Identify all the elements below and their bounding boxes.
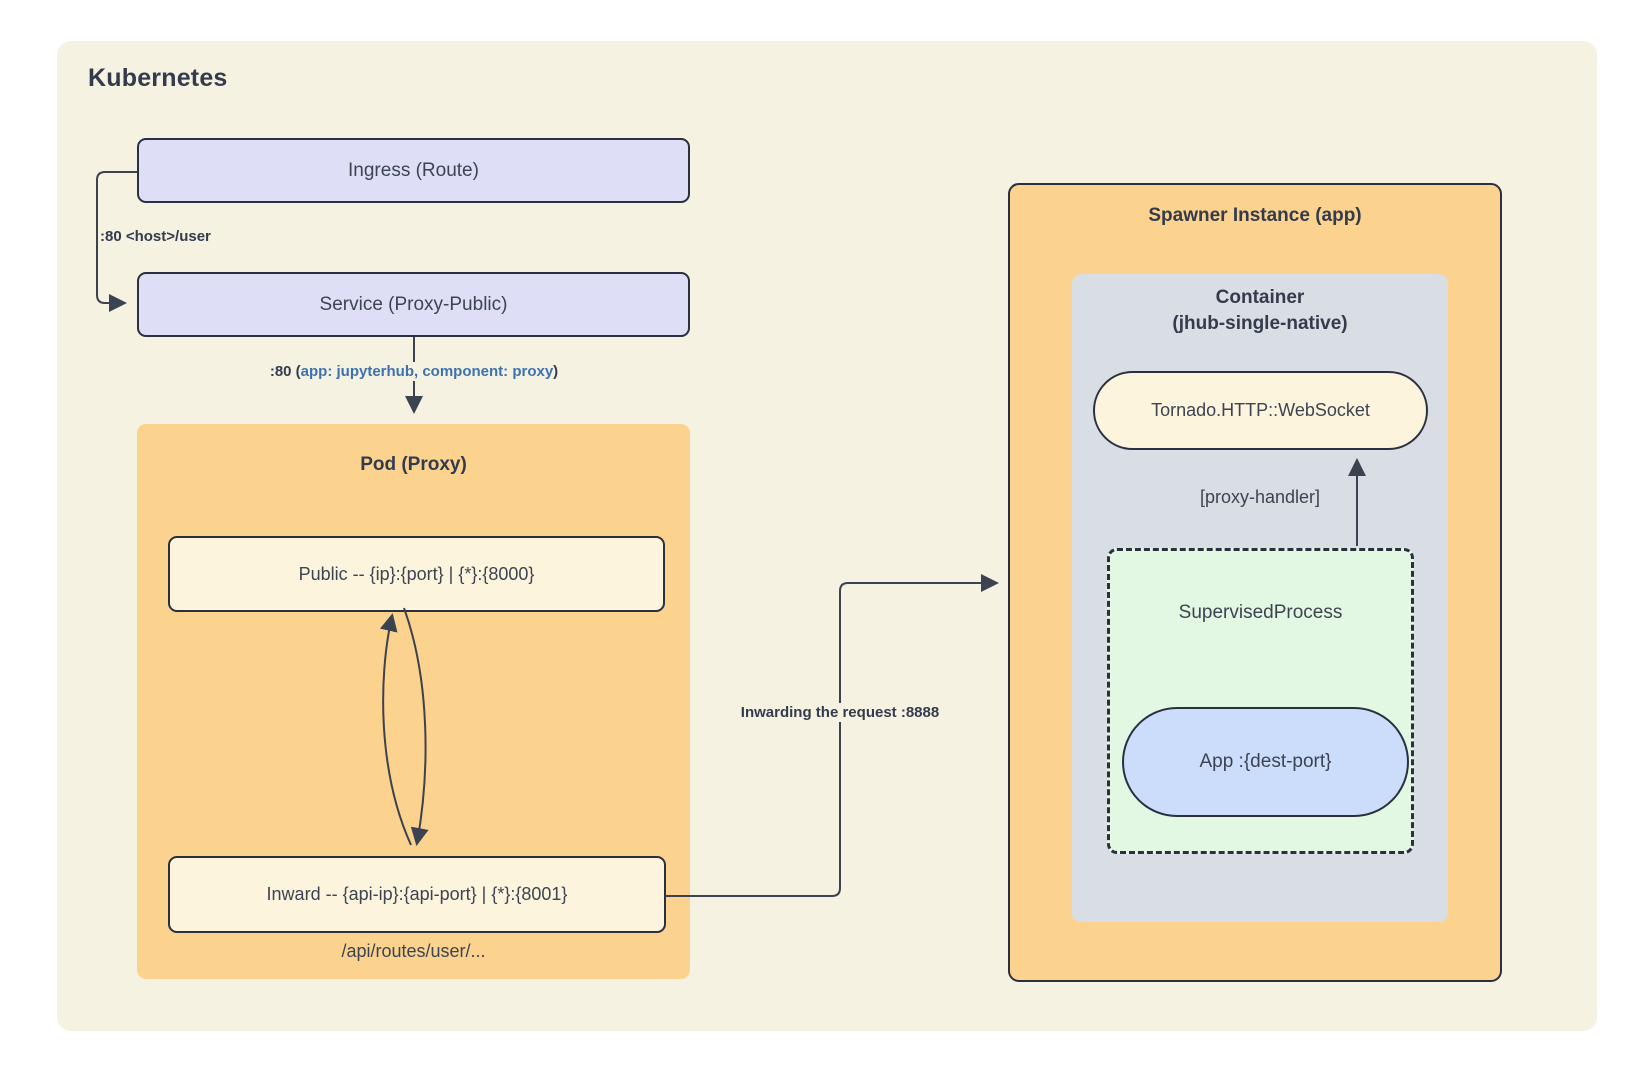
node-ingress: Ingress (Route) bbox=[137, 138, 690, 203]
node-app-dest-port: App :{dest-port} bbox=[1122, 707, 1409, 817]
spawner-instance-title: Spawner Instance (app) bbox=[1148, 205, 1362, 226]
edge-label-inwarding-request: Inwarding the request :8888 bbox=[734, 703, 946, 722]
diagram-title: Kubernetes bbox=[88, 64, 228, 92]
selector-prefix: :80 ( bbox=[269, 363, 301, 380]
node-ingress-label: Ingress (Route) bbox=[348, 159, 479, 181]
container-title-line1: Container bbox=[1215, 287, 1305, 308]
edge-label-host-user: :80 <host>/user bbox=[100, 228, 211, 245]
app-dest-port-label: App :{dest-port} bbox=[1199, 751, 1332, 772]
proxy-handler-label: [proxy-handler] bbox=[1199, 487, 1321, 507]
container-title-line2: (jhub-single-native) bbox=[1172, 313, 1348, 334]
selector-suffix: ) bbox=[553, 363, 559, 380]
node-public-endpoint: Public -- {ip}:{port} | {*}:{8000} bbox=[168, 536, 665, 612]
tornado-websocket-label: Tornado.HTTP::WebSocket bbox=[1151, 400, 1370, 420]
container-title: Container (jhub-single-native) bbox=[1072, 285, 1448, 337]
inward-endpoint-label: Inward -- {api-ip}:{api-port} | {*}:{800… bbox=[266, 884, 568, 904]
api-routes-note: /api/routes/user/... bbox=[341, 941, 486, 961]
public-endpoint-label: Public -- {ip}:{port} | {*}:{8000} bbox=[298, 563, 535, 584]
selector-pods: app: jupyterhub, component: proxy bbox=[300, 363, 554, 380]
node-service-proxy-public: Service (Proxy-Public) bbox=[137, 272, 690, 337]
pod-proxy-title: Pod (Proxy) bbox=[360, 454, 467, 475]
node-inward-endpoint: Inward -- {api-ip}:{api-port} | {*}:{800… bbox=[168, 856, 666, 933]
node-tornado-websocket: Tornado.HTTP::WebSocket bbox=[1093, 371, 1428, 450]
edge-label-service-selector: :80 (app: jupyterhub, component: proxy) bbox=[264, 362, 564, 381]
node-service-label: Service (Proxy-Public) bbox=[319, 293, 508, 315]
supervised-process-label: SupervisedProcess bbox=[1178, 602, 1343, 623]
